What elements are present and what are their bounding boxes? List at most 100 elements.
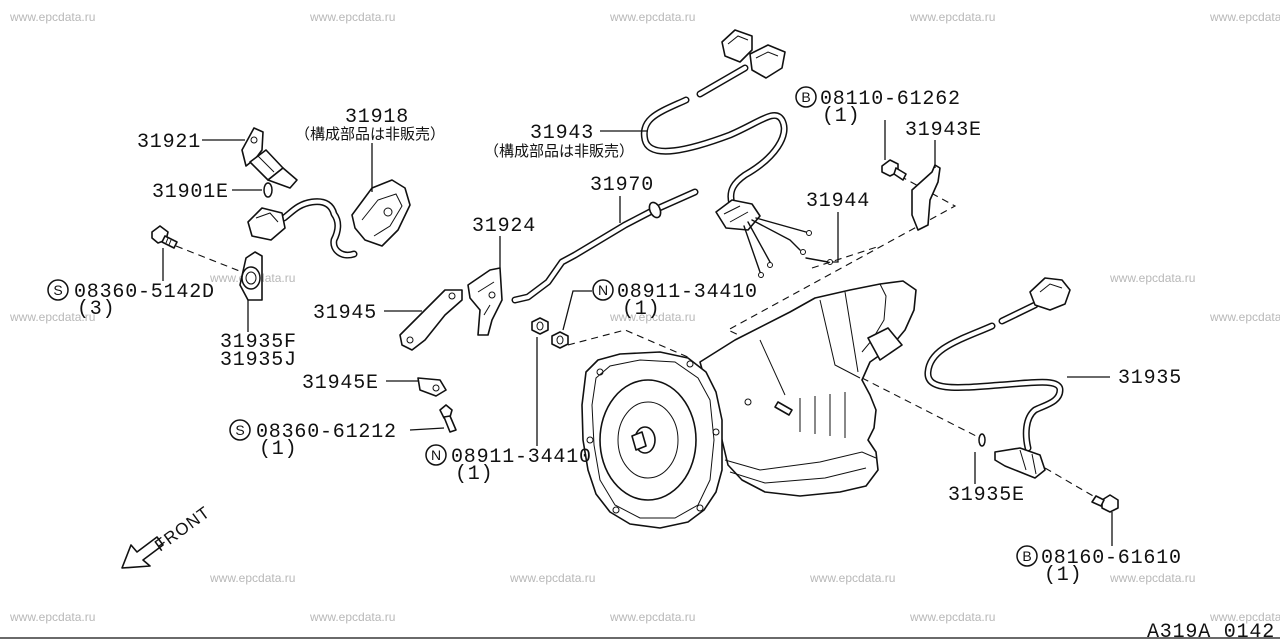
nut-08911-34410-b (531, 317, 549, 335)
fastener-number: 08110-61262 (820, 88, 961, 111)
callout-08160-61610: B 08160-61610 (1) (1016, 545, 1182, 587)
nut-08911-34410-a (551, 331, 569, 349)
label-31970: 31970 (590, 174, 654, 197)
harness-31944 (805, 257, 833, 265)
fastener-number: 08360-61212 (256, 421, 397, 444)
watermark: www.epcdata.ru (9, 610, 95, 624)
transmission-main-case (699, 280, 917, 497)
connector-31935 (1029, 277, 1071, 311)
label-31945E: 31945E (302, 372, 379, 395)
speed-sensor-body (994, 447, 1046, 479)
label-31935F: 31935F (220, 331, 297, 354)
callout-08911-34410-b: N 08911-34410 (1) (425, 444, 592, 486)
screw-08360-5142D (151, 225, 178, 249)
harness-31943 (640, 29, 812, 278)
callout-08360-5142D: S 08360-5142D (3) (47, 279, 214, 321)
callout-08110-61262: B 08110-61262 (1) (795, 86, 961, 128)
watermark: www.epcdata.ru (909, 610, 995, 624)
case-bracket (867, 327, 903, 361)
transmission-assembly (581, 280, 917, 529)
oring-31935E (978, 433, 986, 447)
watermark: www.epcdata.ru (1209, 310, 1280, 324)
label-31935E: 31935E (948, 484, 1025, 507)
dashed-line-harness-to-transmission (811, 245, 881, 269)
watermark: www.epcdata.ru (609, 10, 695, 24)
case-pin (774, 401, 793, 416)
watermark: www.epcdata.ru (9, 310, 95, 324)
bolt-08160-61610 (1091, 494, 1119, 513)
fastener-number: 08160-61610 (1041, 547, 1182, 570)
oil-pan (724, 451, 877, 484)
dashed-line-sensor-to-bolt (1044, 467, 1101, 501)
circled-prefix (425, 444, 447, 466)
label-31943E: 31943E (905, 119, 982, 142)
speed-sensor-harness-31935 (924, 277, 1071, 479)
watermark: www.epcdata.ru (1109, 571, 1195, 585)
watermark: www.epcdata.ru (909, 10, 995, 24)
circled-prefix (47, 279, 69, 301)
fastener-qty: (1) (455, 463, 493, 486)
watermark: www.epcdata.ru (1109, 271, 1195, 285)
prefix-letter: B (1022, 548, 1031, 564)
dashed-line-transmission-to-oring (861, 377, 981, 439)
label-31944: 31944 (806, 190, 870, 213)
front-arrow-icon (121, 536, 164, 569)
screw-08360-61212 (439, 404, 457, 433)
watermark: www.epcdata.ru (509, 571, 595, 585)
watermark: www.epcdata.ru (609, 310, 695, 324)
watermark: www.epcdata.ru (309, 610, 395, 624)
inhibitor-switch-harness-31918 (247, 179, 411, 259)
circled-prefix (1016, 545, 1038, 567)
prefix-letter: N (431, 447, 441, 463)
callout-08911-34410-a: N 08911-34410 (1) (592, 279, 758, 321)
watermark: www.epcdata.ru (1209, 10, 1280, 24)
bracket-31945 (399, 289, 463, 351)
switch-body-31918 (351, 179, 411, 247)
bracket-31935F-31935J (239, 251, 263, 301)
watermark: www.epcdata.ru (809, 571, 895, 585)
circled-prefix (592, 279, 614, 301)
dashed-line-screw-to-bracket (175, 245, 243, 273)
fastener-qty: (1) (259, 438, 297, 461)
part-labels: 31918 （構成部品は非販売） 31921 31901E 31943 （構成部… (137, 106, 1182, 507)
note-31918: （構成部品は非販売） (295, 125, 445, 143)
oring-31901E (263, 182, 273, 198)
note-31943: （構成部品は非販売） (484, 142, 634, 160)
connector-31943-a (721, 29, 753, 63)
fastener-number: 08911-34410 (617, 281, 758, 304)
fastener-qty: (3) (77, 298, 115, 321)
label-31924: 31924 (472, 215, 536, 238)
circled-prefix (795, 86, 817, 108)
watermark: www.epcdata.ru (1209, 610, 1280, 624)
label-31935: 31935 (1118, 367, 1182, 390)
fastener-labels: B 08110-61262 (1) N 08911-34410 (1) S 08… (47, 86, 1182, 587)
bolt-08110-61262 (881, 159, 907, 181)
watermark: www.epcdata.ru (209, 571, 295, 585)
leader-lines (162, 120, 1113, 546)
callout-08360-61212: S 08360-61212 (1) (229, 419, 397, 461)
watermark: www.epcdata.ru (9, 10, 95, 24)
fastener-qty: (1) (822, 105, 860, 128)
connector-31918 (247, 207, 286, 241)
diagram-id: A319A 0142 (1147, 621, 1275, 640)
label-31901E: 31901E (152, 181, 229, 204)
connector-31943-b (749, 44, 786, 79)
watermark: www.epcdata.ru (609, 610, 695, 624)
watermark: www.epcdata.ru (309, 10, 395, 24)
label-31935J: 31935J (220, 349, 297, 372)
connector-cluster-31943 (715, 199, 761, 231)
prefix-letter: S (235, 422, 244, 438)
front-label: FRONT (151, 503, 214, 556)
prefix-letter: N (598, 282, 608, 298)
label-31943: 31943 (530, 122, 594, 145)
fastener-number: 08911-34410 (451, 446, 592, 469)
fastener-qty: (1) (1044, 564, 1082, 587)
fastener-qty: (1) (622, 298, 660, 321)
revolution-sensor-31921 (241, 127, 298, 189)
prefix-letter: B (801, 89, 810, 105)
bracket-31943E (911, 164, 941, 231)
bracket-31945E (417, 377, 447, 397)
front-direction-indicator: FRONT (121, 503, 214, 569)
label-31918: 31918 (345, 106, 409, 129)
